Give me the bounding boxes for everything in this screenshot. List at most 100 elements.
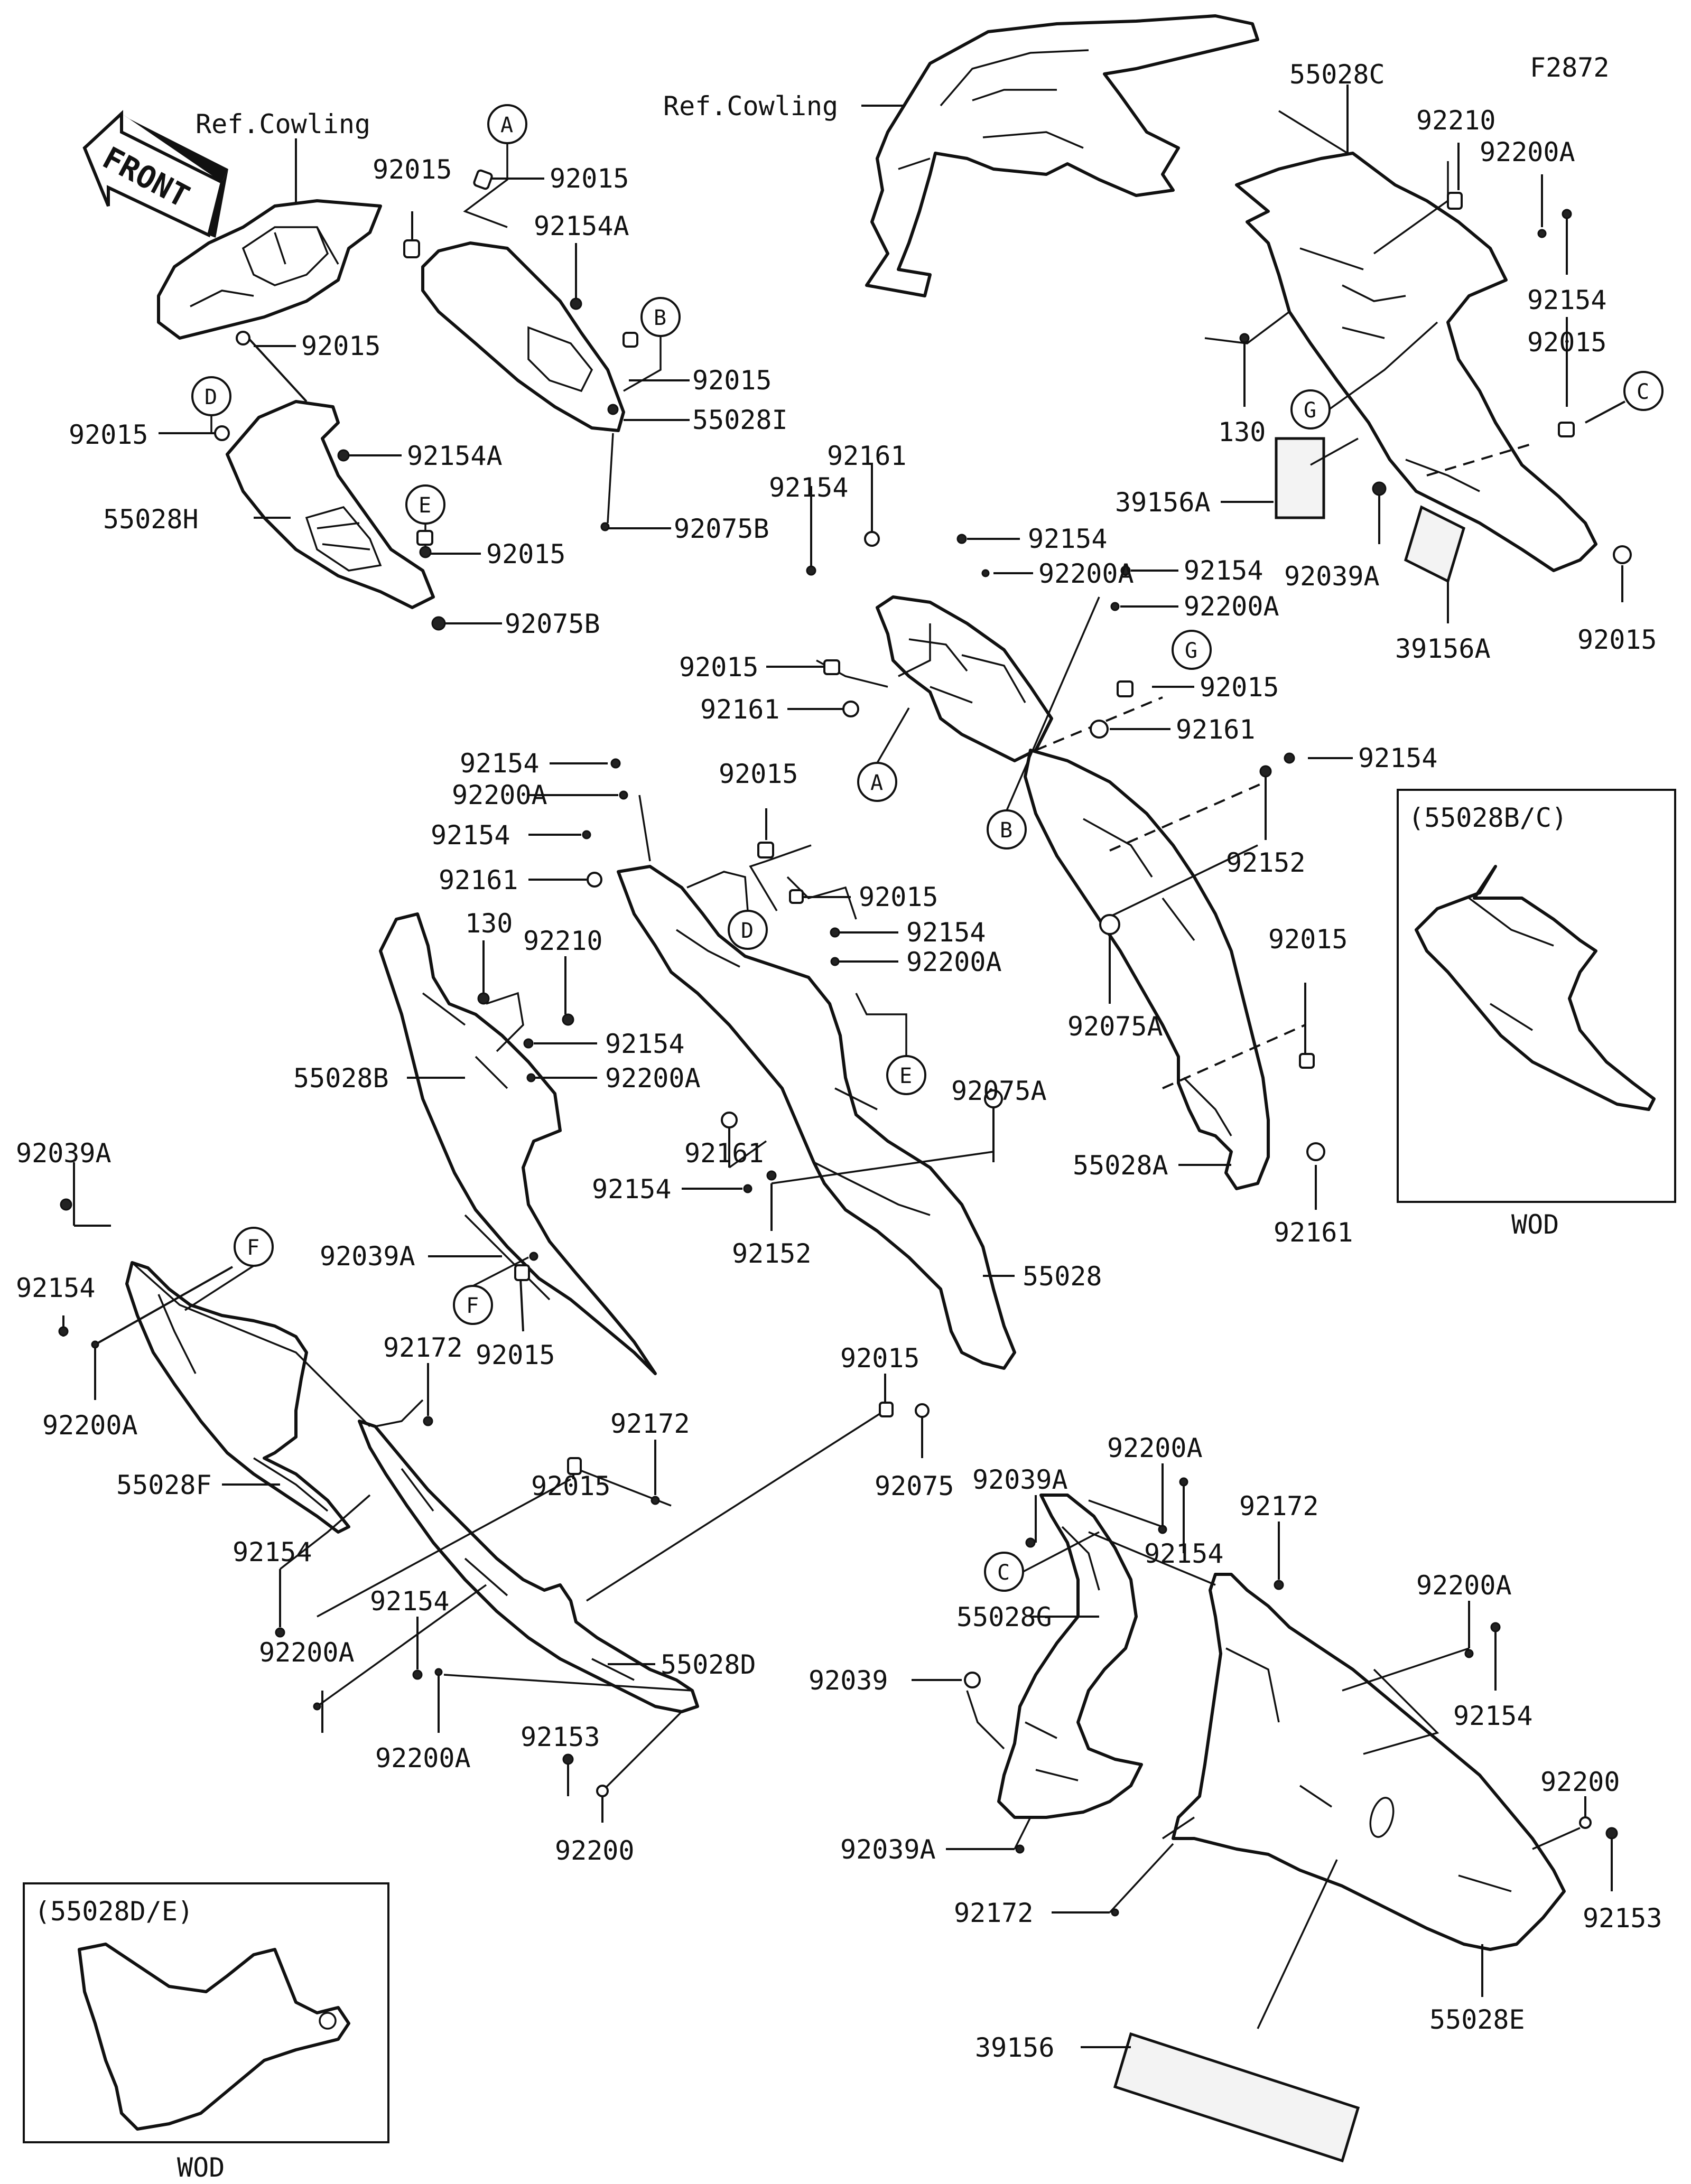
callout-D-top: D [191, 376, 231, 416]
part-label: 92015 [1268, 924, 1348, 955]
part-label: 92015 [1200, 672, 1279, 703]
part-label: 92039A [16, 1138, 112, 1169]
front-arrow: FRONT [82, 110, 228, 238]
part-label: 92154 [906, 917, 986, 948]
panel-55028H [226, 400, 435, 609]
part-label: 130 [1218, 417, 1266, 447]
part-label: 55028G [956, 1602, 1052, 1632]
part-label: 92161 [827, 441, 907, 471]
callout-F-mid: F [453, 1285, 493, 1325]
part-label: 92161 [700, 694, 780, 725]
part-label: 55028C [1289, 59, 1385, 90]
pad-39156 [1113, 2032, 1360, 2163]
panel-55028D [358, 1420, 699, 1713]
part-label: 92200A [1038, 558, 1134, 589]
part-labels: 92015 92015 92154A 92015 55028I 92015 92… [16, 59, 1662, 2063]
callout-letter: A [870, 771, 883, 795]
variant-box-55028BC: (55028B/C) WOD [1397, 789, 1676, 1240]
part-label: 92154 [1453, 1701, 1533, 1731]
part-label: 92154 [1184, 555, 1263, 586]
part-label: 92075B [505, 609, 600, 639]
part-label: 92075 [875, 1471, 954, 1501]
part-label: 92015 [301, 331, 381, 361]
part-label: 92200A [42, 1410, 138, 1441]
panel-55028E [1162, 1573, 1566, 1951]
part-label: 55028B [293, 1063, 389, 1094]
callout-B-mid: B [987, 809, 1027, 850]
part-label: 92154A [407, 441, 503, 471]
callout-letter: E [419, 493, 431, 518]
part-label: 92172 [954, 1898, 1034, 1928]
part-label: 92153 [1583, 1903, 1662, 1934]
part-label: 92161 [1176, 714, 1256, 745]
part-label: 92075A [1067, 1011, 1163, 1042]
part-label: 92200A [1184, 591, 1279, 622]
callout-A-mid: A [857, 762, 897, 802]
part-label: 92154 [1144, 1538, 1224, 1569]
panel-55028G [997, 1494, 1143, 1819]
pad-39156A-1 [1275, 437, 1325, 519]
part-label: 55028I [692, 405, 788, 435]
part-label: 55028F [116, 1470, 212, 1500]
part-label: 92154 [233, 1537, 312, 1567]
part-label: 92154 [1028, 524, 1108, 554]
callout-letter: B [1000, 818, 1012, 843]
part-label: 92172 [1239, 1491, 1319, 1522]
callout-letter: A [500, 113, 513, 137]
part-label: 92154 [1358, 743, 1438, 773]
callout-G-right: G [1290, 389, 1331, 430]
callout-letter: C [997, 1561, 1010, 1585]
part-label: 92154 [1527, 285, 1607, 315]
part-label: 92154 [605, 1029, 685, 1059]
callout-E-top: E [405, 484, 445, 525]
center-upper-bracket [876, 595, 1053, 762]
callout-G-mid: G [1172, 630, 1212, 670]
part-label: 92015 [486, 539, 566, 570]
part-label: 92154 [431, 820, 510, 851]
part-label: 92154 [370, 1586, 450, 1617]
part-label: 92039A [972, 1464, 1068, 1495]
callout-letter: D [741, 919, 754, 943]
part-label: 92015 [692, 365, 772, 396]
part-label: 130 [465, 908, 513, 939]
part-label: 92154 [769, 472, 849, 503]
part-label: 39156A [1395, 633, 1491, 664]
callout-letter: E [899, 1064, 912, 1088]
part-label: 92161 [684, 1138, 764, 1169]
callout-B-top: B [640, 297, 681, 337]
part-label: 55028 [1023, 1261, 1102, 1292]
part-label: 92200A [1480, 137, 1575, 167]
callout-D-mid: D [728, 910, 768, 950]
part-label: 92172 [383, 1332, 463, 1363]
part-label: 92075B [674, 514, 769, 544]
ref-cowling-label-left: Ref.Cowling [196, 109, 370, 139]
part-label: 92015 [476, 1340, 555, 1370]
part-label: 55028D [661, 1649, 756, 1680]
callout-F-left: F [234, 1227, 274, 1267]
part-label: 92200A [906, 947, 1002, 977]
part-label: 92015 [859, 882, 939, 912]
part-label: 55028E [1429, 2004, 1525, 2035]
part-label: 92015 [719, 759, 798, 789]
part-label: 92015 [840, 1343, 920, 1374]
part-label: 39156 [975, 2032, 1055, 2063]
panel-55028C [1235, 152, 1597, 572]
part-label: 92200A [375, 1743, 471, 1774]
callout-E-mid: E [886, 1055, 926, 1095]
hardware [58, 169, 1632, 1917]
callout-letter: G [1304, 398, 1316, 423]
part-label: 92200A [452, 780, 547, 810]
callout-letter: D [205, 385, 217, 409]
part-label: 92015 [679, 652, 759, 683]
part-label: 92200 [1540, 1767, 1620, 1797]
callout-A-top: A [487, 104, 527, 144]
part-label: 92015 [373, 154, 452, 185]
part-label: 92039 [809, 1665, 888, 1696]
part-label: 92153 [521, 1722, 600, 1752]
part-label: 92154 [460, 748, 540, 779]
part-label: 92015 [1577, 624, 1657, 655]
variant-models-55028DE: (55028D/E) [34, 1896, 193, 1927]
part-label: 92015 [550, 163, 629, 194]
figure-number: F2872 [1530, 52, 1610, 83]
